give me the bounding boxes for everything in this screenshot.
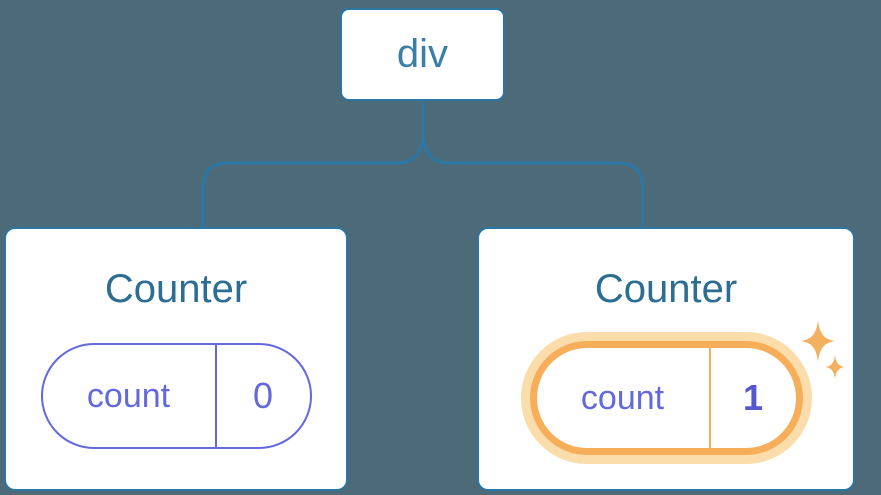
state-key: count: [43, 345, 217, 447]
sparkle-small-icon: [825, 354, 845, 380]
state-key: count: [537, 348, 711, 448]
counter-title: Counter: [104, 267, 248, 311]
sparkle-large-icon: [801, 320, 835, 362]
state-value: 1: [742, 377, 764, 418]
counter-node-left: Counter count 0: [4, 227, 348, 491]
state-value: 0: [252, 375, 274, 416]
connector-right-branch: [421, 101, 645, 227]
tree-node-div-label: div: [396, 32, 449, 76]
tree-node-div: div: [340, 8, 505, 101]
counter-node-right: Counter count 1: [477, 227, 855, 491]
connector-left-branch: [201, 101, 425, 227]
state-pill-highlighted: count 1: [529, 341, 803, 455]
counter-title: Counter: [594, 267, 738, 311]
state-pill: count 0: [40, 343, 312, 449]
